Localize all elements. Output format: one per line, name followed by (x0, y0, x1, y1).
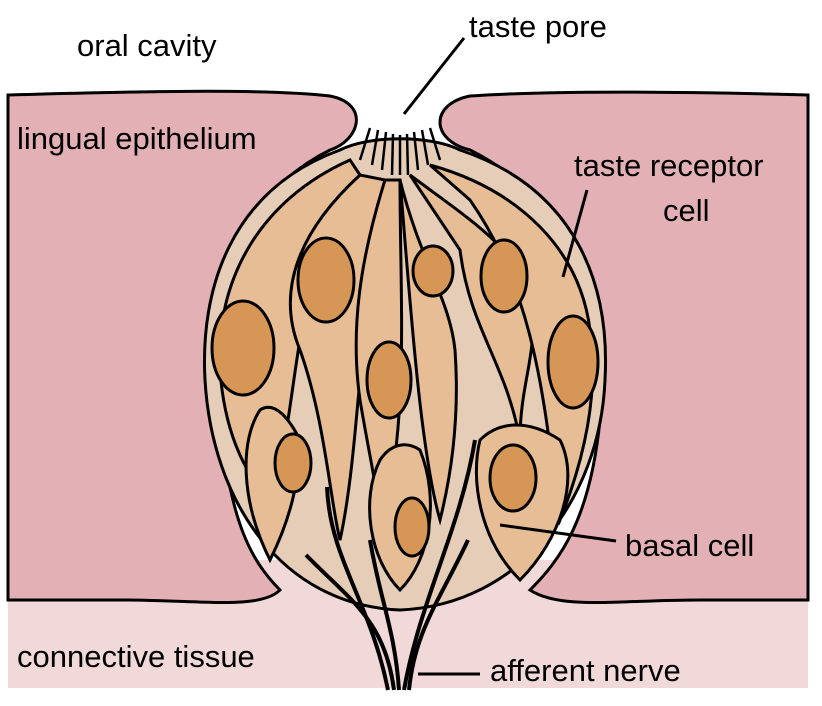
nucleus (411, 244, 455, 298)
nucleus (393, 496, 431, 558)
nucleus (210, 299, 276, 397)
label-basal-cell: basal cell (625, 528, 754, 563)
basal-cell-leader (499, 523, 617, 543)
nucleus (296, 236, 356, 324)
nucleus (479, 238, 529, 314)
taste-receptor-cell (408, 173, 535, 441)
nucleus (273, 432, 313, 494)
taste-receptor-cell (429, 163, 595, 526)
afferent-nerve-fibers (304, 439, 477, 691)
nuclei (210, 236, 600, 558)
taste-receptor-leader (561, 189, 589, 278)
taste-pore-microvilli (358, 127, 442, 176)
label-taste-receptor-cell: taste receptor (574, 148, 764, 183)
label-lingual-epithelium: lingual epithelium (17, 121, 257, 156)
taste-pore-leader (402, 37, 466, 115)
label-oral-cavity: oral cavity (77, 28, 217, 63)
nucleus (546, 314, 600, 410)
nucleus (488, 443, 538, 513)
label-taste-pore: taste pore (469, 9, 607, 44)
label-afferent-nerve: afferent nerve (490, 653, 681, 688)
label-taste-receptor-cell-2: cell (663, 193, 710, 228)
label-connective-tissue: connective tissue (17, 639, 255, 674)
nucleus (365, 340, 413, 420)
